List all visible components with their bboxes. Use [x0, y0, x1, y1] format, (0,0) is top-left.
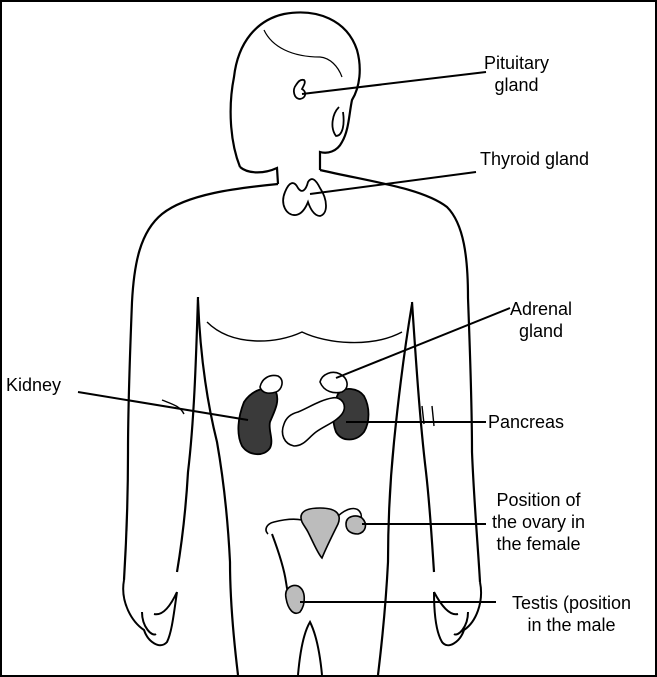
ovary-label-line-3: the female — [496, 534, 581, 554]
ovary-label-line-2: the ovary in — [492, 512, 586, 532]
right-kidney-organ — [237, 387, 279, 456]
left-hand — [122, 579, 178, 647]
face-profile — [239, 166, 280, 185]
elbow-left — [161, 399, 185, 415]
right-shoulder-arm-outer — [319, 168, 482, 583]
adrenal-label-line-1: Adrenal — [510, 299, 573, 319]
left-arm-inner — [175, 296, 200, 573]
left-leg — [228, 561, 240, 675]
kidney-leader — [77, 391, 249, 421]
pancreas-label: Pancreas — [488, 411, 564, 433]
left-shoulder-arm-outer — [122, 182, 279, 581]
right-adrenal-organ — [259, 374, 283, 394]
right-arm-inner — [410, 301, 436, 573]
pituitary-label-line-2: gland — [494, 75, 539, 95]
pituitary-leader — [301, 71, 487, 95]
uterus-organ — [300, 507, 340, 560]
testis-position-label: Testis (position in the male — [512, 592, 631, 636]
adrenal-gland-label: Adrenal gland — [510, 298, 572, 342]
thyroid-leader — [309, 171, 477, 195]
ovary-label-line-1: Position of — [496, 490, 581, 510]
pancreas-organ — [281, 396, 346, 447]
thyroid-gland-label: Thyroid gland — [480, 148, 589, 170]
left-torso-side — [196, 299, 232, 563]
testis-label-line-2: in the male — [527, 615, 616, 635]
kidney-label: Kidney — [6, 374, 61, 396]
crotch — [297, 619, 323, 675]
chest-line — [206, 321, 403, 344]
ovary-organ — [345, 515, 367, 535]
adrenal-leader — [335, 307, 511, 379]
pituitary-gland-organ — [293, 78, 307, 100]
thyroid-gland-organ — [282, 178, 327, 217]
ear — [331, 106, 345, 137]
pancreas-label-line-1: Pancreas — [488, 412, 565, 432]
thyroid-label-line-1: Thyroid gland — [480, 149, 590, 169]
pituitary-label-line-1: Pituitary — [484, 53, 550, 73]
testis-label-line-1: Testis (position — [512, 593, 632, 613]
adrenal-label-line-2: gland — [519, 321, 564, 341]
hairline — [263, 29, 343, 78]
ovary-position-label: Position of the ovary in the female — [492, 489, 585, 555]
right-leg — [376, 561, 390, 675]
right-hand — [433, 581, 482, 647]
testis-organ — [284, 584, 306, 614]
kidney-label-line-1: Kidney — [6, 375, 62, 395]
pituitary-gland-label: Pituitary gland — [484, 52, 549, 96]
left-adrenal-organ — [319, 371, 348, 394]
right-fallopian-tube — [265, 518, 303, 535]
head-outline — [229, 11, 361, 170]
